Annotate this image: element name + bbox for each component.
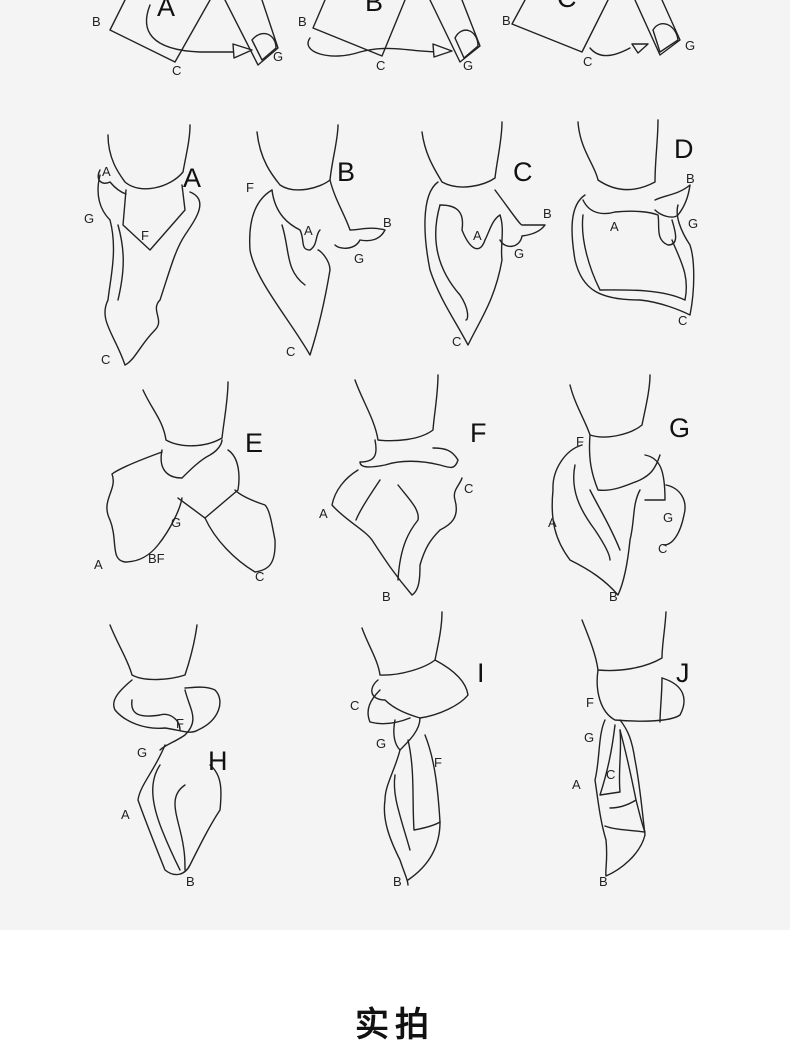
label-f: F [586,695,594,710]
label-c: C [286,344,295,359]
label-c: C [658,541,667,556]
label-big: F [470,418,487,448]
step-g: G F A G C B [548,374,690,604]
label-g: G [463,58,473,73]
step-h: H F G A B [109,624,228,889]
step-a: A A G F C [84,124,201,367]
label-a: A [121,807,130,822]
label-big: C [513,157,533,187]
label-b: B [393,874,402,889]
label-a: A [548,515,557,530]
label-c: C [452,334,461,349]
label-f: F [576,434,584,449]
label-f: F [176,716,184,731]
label-big: A [183,163,201,193]
label-big: C [557,0,577,13]
section-title: 实拍 [355,1005,435,1045]
label-b: B [186,874,195,889]
label-g: G [376,736,386,751]
label-big: I [477,658,485,688]
label-c: C [255,569,264,584]
label-c: C [464,481,473,496]
label-c: C [606,767,615,782]
label-g: G [688,216,698,231]
label-b: B [686,171,695,186]
step-i: I C G F B [350,611,485,889]
step-top-3: C B C G [502,0,695,69]
label-a: A [102,164,111,179]
label-a: A [473,228,482,243]
label-bf: BF [148,551,165,566]
label-big: B [365,0,383,17]
label-b: B [599,874,608,889]
step-j: J F G C A B [572,611,690,889]
label-b: B [92,14,101,29]
step-e: E G A BF C [94,381,276,584]
label-big: A [157,0,175,22]
step-c: C A B G C [421,121,552,349]
step-top-2: B B C G [298,0,481,73]
label-a: A [610,219,619,234]
label-g: G [354,251,364,266]
label-b: B [609,589,618,604]
label-b: B [383,215,392,230]
label-big: G [669,413,690,443]
label-g: G [84,211,94,226]
label-c: C [678,313,687,328]
label-f: F [141,228,149,243]
label-b: B [502,13,511,28]
label-g: G [584,730,594,745]
step-top-1: A B C G [92,0,283,78]
step-b: B F A B G C [246,124,392,359]
label-big: E [245,428,263,458]
label-a: A [304,223,313,238]
label-a: A [94,557,103,572]
label-g: G [171,515,181,530]
label-big: D [674,134,694,164]
step-f: F A C B [319,374,487,604]
label-c: C [376,58,385,73]
label-a: A [572,777,581,792]
scarf-tying-diagram: A B C G B B C G C B C G A A G F C [0,0,790,930]
label-f: F [246,180,254,195]
label-g: G [273,49,283,64]
step-d: D B A G C [571,119,698,328]
label-f: F [434,755,442,770]
label-g: G [514,246,524,261]
label-c: C [172,63,181,78]
label-c: C [350,698,359,713]
label-g: G [685,38,695,53]
diagram-canvas: A B C G B B C G C B C G A A G F C [84,0,698,889]
label-b: B [298,14,307,29]
label-big: J [676,658,690,688]
label-b: B [543,206,552,221]
label-big: H [208,746,228,776]
label-c: C [101,352,110,367]
label-a: A [319,506,328,521]
label-b: B [382,589,391,604]
label-g: G [137,745,147,760]
label-big: B [337,157,355,187]
label-c: C [583,54,592,69]
label-g: G [663,510,673,525]
